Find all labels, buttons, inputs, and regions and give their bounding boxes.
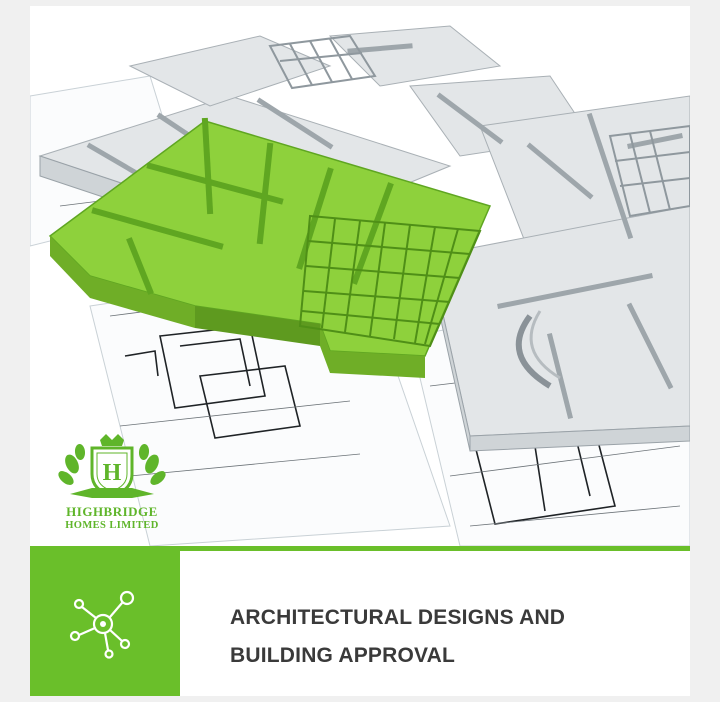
floor-plan-illustration bbox=[30, 25, 690, 546]
feature-icon-block bbox=[30, 551, 180, 696]
accent-divider bbox=[30, 546, 690, 551]
feature-title: ARCHITECTURAL DESIGNS AND BUILDING APPRO… bbox=[230, 606, 566, 667]
crest-icon: H bbox=[58, 434, 166, 498]
logo-monogram: H bbox=[103, 460, 122, 486]
brand-logo: H HIGHBRIDGE HOMES LIMITED bbox=[52, 434, 172, 538]
hero-image: H HIGHBRIDGE HOMES LIMITED bbox=[30, 6, 690, 546]
logo-name: HIGHBRIDGE bbox=[66, 504, 158, 519]
feature-title-block[interactable]: ARCHITECTURAL DESIGNS AND BUILDING APPRO… bbox=[180, 551, 690, 696]
network-nodes-icon bbox=[69, 590, 135, 659]
logo-subtitle: HOMES LIMITED bbox=[65, 520, 159, 531]
service-card[interactable]: H HIGHBRIDGE HOMES LIMITED bbox=[30, 6, 690, 696]
